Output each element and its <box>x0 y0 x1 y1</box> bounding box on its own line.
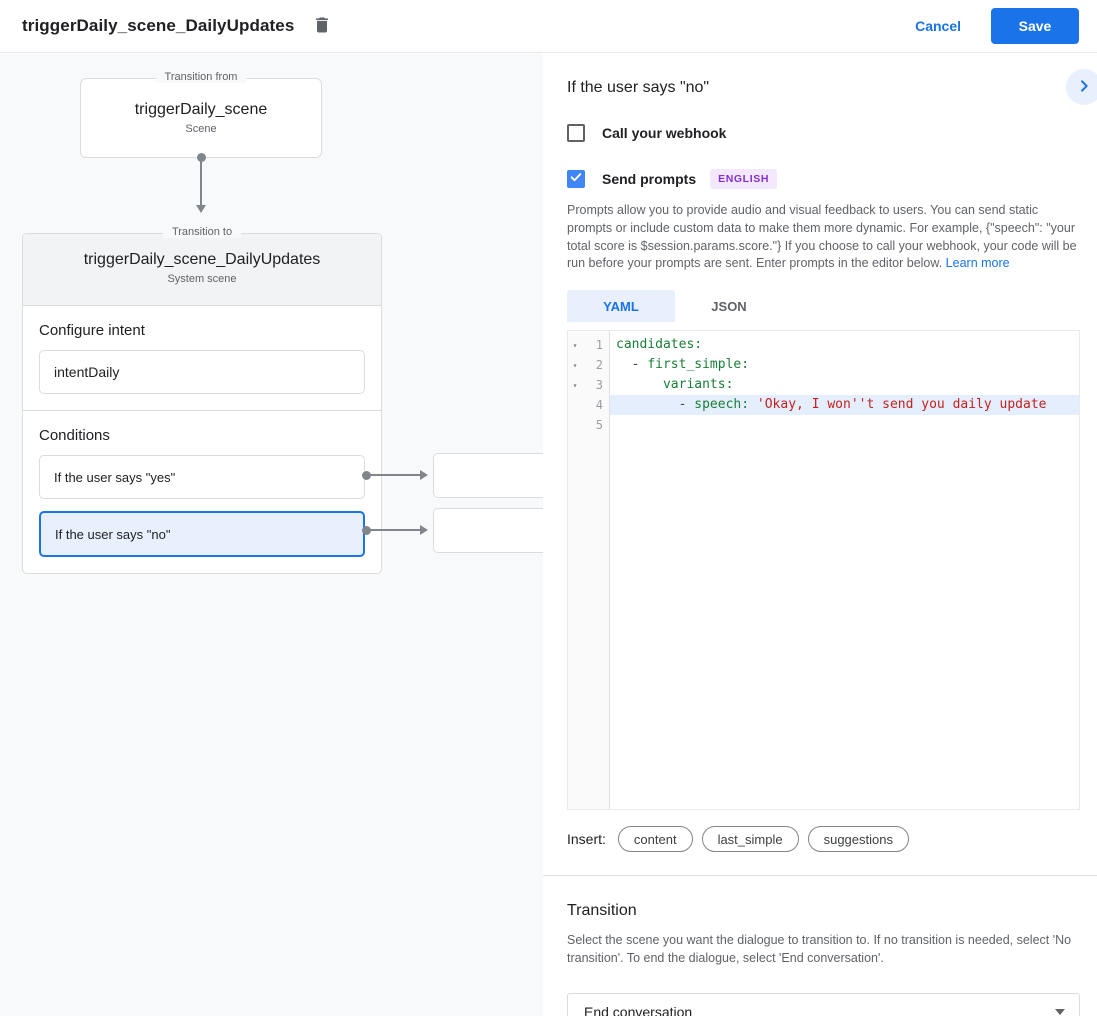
yaml-key: first_simple: <box>647 357 750 372</box>
arrow-right-icon <box>420 525 428 535</box>
yaml-punct: - <box>616 397 695 412</box>
from-node-title: triggerDaily_scene <box>134 101 268 118</box>
condition-editor-panel: If the user says "no" Call your webhook … <box>543 53 1097 1016</box>
transition-to-legend: Transition to <box>162 226 242 238</box>
editor-gutter: ▾ 1 ▾ 2 ▾ 3 4 5 <box>568 331 610 809</box>
transition-from-node[interactable]: Transition from triggerDaily_scene Scene <box>80 71 322 158</box>
line-number: 3 <box>595 378 603 392</box>
line-number: 2 <box>595 358 603 372</box>
transition-select[interactable]: End conversation <box>567 992 1080 1016</box>
call-webhook-checkbox[interactable] <box>567 124 585 142</box>
send-prompts-checkbox[interactable] <box>567 170 585 188</box>
line-number: 1 <box>595 338 603 352</box>
condition-item-yes[interactable]: If the user says "yes" <box>39 455 365 499</box>
code-line-1: candidates: <box>610 335 1079 355</box>
conditions-label: Conditions <box>39 427 110 444</box>
connector-line <box>200 157 202 205</box>
gutter-row: 5 <box>568 415 609 435</box>
intent-field[interactable]: intentDaily <box>39 350 365 394</box>
yaml-punct: - <box>616 357 648 372</box>
tab-yaml[interactable]: YAML <box>567 290 675 322</box>
section-divider <box>543 875 1097 876</box>
insert-row: Insert: content last_simple suggestions <box>567 826 1080 852</box>
transition-description: Select the scene you want the dialogue t… <box>567 933 1072 965</box>
yaml-key: speech: <box>694 397 757 412</box>
to-node-header: triggerDaily_scene_DailyUpdates System s… <box>23 234 381 306</box>
transition-to-node[interactable]: Transition to triggerDaily_scene_DailyUp… <box>22 226 382 574</box>
condition-no-target-node[interactable] <box>433 508 543 553</box>
panel-title: If the user says "no" <box>567 79 710 96</box>
gutter-row: ▾ 2 <box>568 355 609 375</box>
prompts-description-text: Prompts allow you to provide audio and v… <box>567 203 1077 271</box>
call-webhook-label: Call your webhook <box>602 125 727 141</box>
topbar: triggerDaily_scene_DailyUpdates Cancel S… <box>0 0 1097 53</box>
to-node-title: triggerDaily_scene_DailyUpdates <box>83 251 321 268</box>
editor-format-tabs: YAML JSON <box>567 290 1080 322</box>
transition-select-value: End conversation <box>584 1003 693 1016</box>
to-node-type: System scene <box>167 273 237 285</box>
delete-scene-button[interactable] <box>312 15 332 38</box>
trash-icon <box>312 15 332 38</box>
code-line-5 <box>610 415 1079 435</box>
insert-label: Insert: <box>567 831 606 847</box>
transition-section: Transition Select the scene you want the… <box>567 876 1080 1016</box>
language-badge: ENGLISH <box>710 169 777 189</box>
gutter-row: 4 <box>568 395 609 415</box>
chevron-right-icon <box>1076 78 1092 97</box>
gutter-row: ▾ 1 <box>568 335 609 355</box>
insert-chip-suggestions[interactable]: suggestions <box>807 826 909 852</box>
prompt-code-editor[interactable]: ▾ 1 ▾ 2 ▾ 3 4 5 <box>567 330 1080 810</box>
transition-from-legend: Transition from <box>155 71 247 83</box>
arrow-right-icon <box>420 470 428 480</box>
prompts-description: Prompts allow you to provide audio and v… <box>567 202 1080 273</box>
insert-chip-last-simple[interactable]: last_simple <box>701 826 799 852</box>
arrow-down-icon <box>196 205 206 213</box>
line-number: 5 <box>595 418 603 432</box>
scene-flow-canvas: Transition from triggerDaily_scene Scene… <box>0 53 543 1016</box>
line-number: 4 <box>595 398 603 412</box>
send-prompts-label: Send prompts <box>602 171 697 187</box>
code-line-4-highlighted: - speech: 'Okay, I won''t send you daily… <box>610 395 1079 415</box>
configure-intent-section: Configure intent intentDaily <box>23 306 381 410</box>
caret-down-icon <box>1055 1008 1065 1015</box>
page-title: triggerDaily_scene_DailyUpdates <box>22 16 295 35</box>
yaml-punct <box>616 377 663 392</box>
insert-chip-content[interactable]: content <box>617 826 693 852</box>
code-line-3: variants: <box>610 375 1079 395</box>
gutter-row: ▾ 3 <box>568 375 609 395</box>
checkmark-icon <box>569 170 583 189</box>
collapse-panel-button[interactable] <box>1066 69 1097 105</box>
fold-arrow-icon[interactable]: ▾ <box>572 360 578 370</box>
transition-title: Transition <box>567 902 637 919</box>
condition-yes-target-node[interactable] <box>433 453 543 498</box>
save-button[interactable]: Save <box>991 8 1079 44</box>
conditions-section: Conditions If the user says "yes" If the… <box>23 410 381 573</box>
fold-arrow-icon[interactable]: ▾ <box>572 340 578 350</box>
yaml-string: 'Okay, I won''t send you daily update <box>756 397 1047 412</box>
editor-code-area[interactable]: candidates: - first_simple: variants: - … <box>610 331 1079 809</box>
code-line-2: - first_simple: <box>610 355 1079 375</box>
condition-item-no[interactable]: If the user says "no" <box>39 511 365 557</box>
condition-no-connector <box>366 529 420 531</box>
send-prompts-row: Send prompts ENGLISH <box>567 169 1080 189</box>
tab-json[interactable]: JSON <box>711 298 747 314</box>
fold-arrow-icon[interactable]: ▾ <box>572 380 578 390</box>
from-node-type: Scene <box>185 123 217 135</box>
yaml-key: variants: <box>662 377 734 392</box>
configure-intent-label: Configure intent <box>39 322 145 339</box>
cancel-button[interactable]: Cancel <box>915 18 961 34</box>
learn-more-link[interactable]: Learn more <box>945 256 1010 271</box>
webhook-row: Call your webhook <box>567 124 1080 142</box>
condition-yes-connector <box>366 474 420 476</box>
yaml-key: candidates: <box>616 337 703 352</box>
